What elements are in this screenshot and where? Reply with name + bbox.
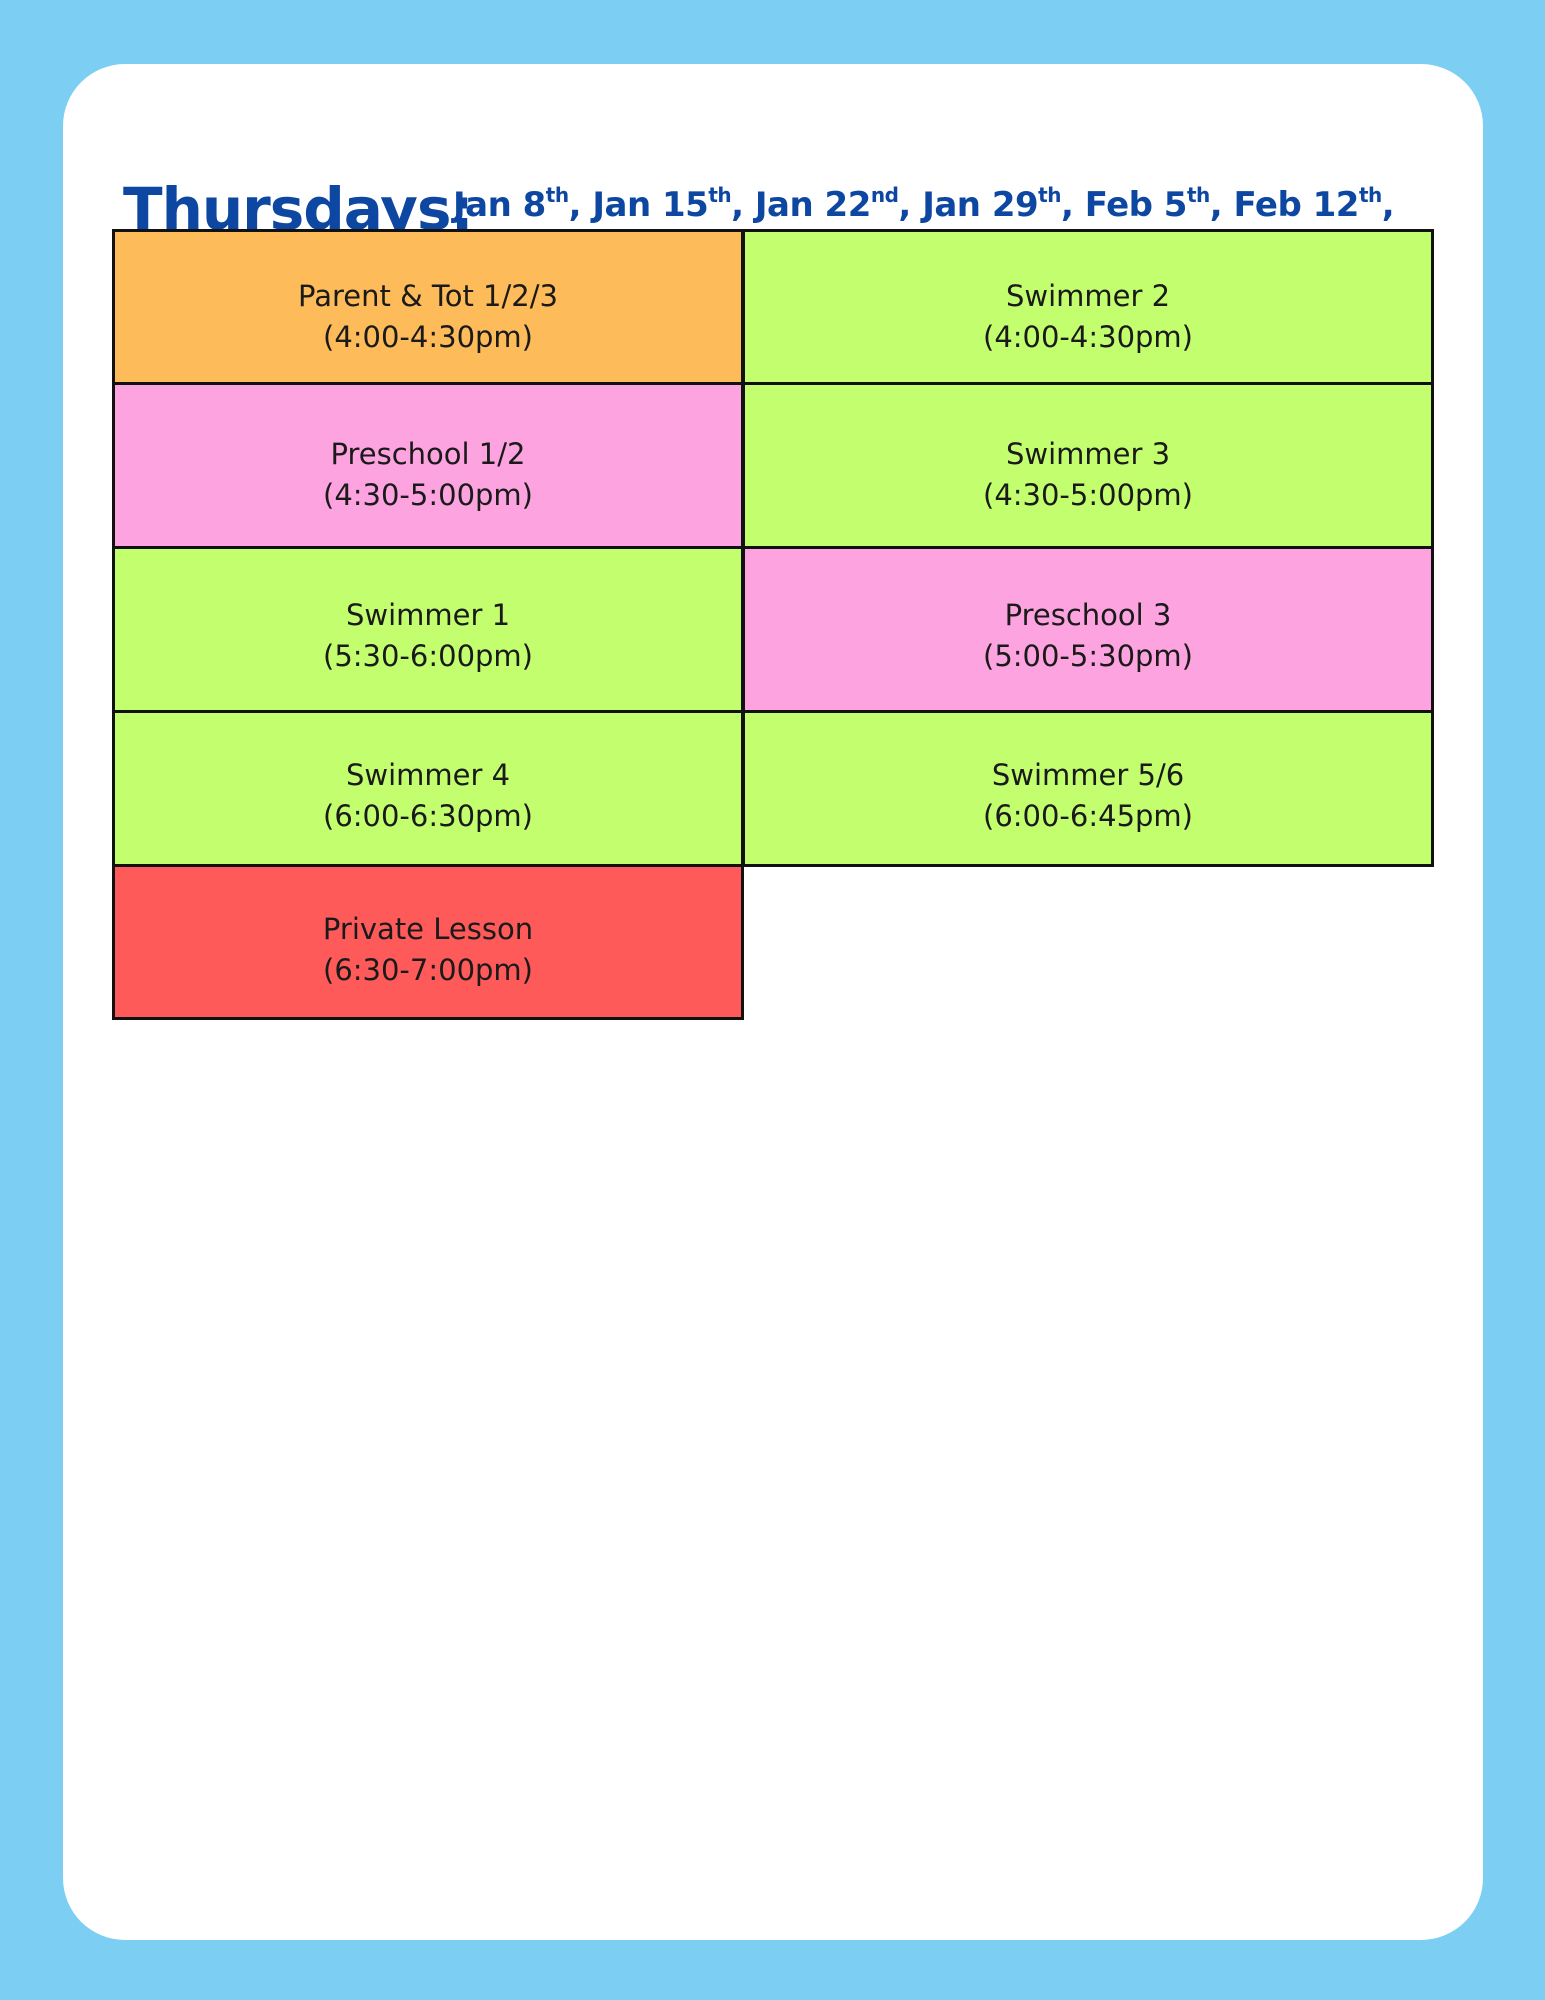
session-date: Feb 5th, — [1084, 183, 1223, 225]
session-date-day: Jan 8 — [453, 185, 546, 225]
schedule-header: Thursdays: Jan 8th, Jan 15th, Jan 22nd, … — [123, 114, 1463, 273]
day-title: Thursdays: — [123, 175, 474, 243]
class-slot: Swimmer 3 (4:30-5:00pm) — [742, 382, 1434, 549]
session-date-ordinal: th — [1358, 183, 1382, 207]
session-date-separator: , — [731, 185, 744, 225]
class-slot: Preschool 1/2 (4:30-5:00pm) — [112, 382, 744, 549]
class-time: (4:30-5:00pm) — [983, 478, 1193, 512]
session-date: Jan 22nd, — [755, 185, 911, 225]
class-time: (4:30-5:00pm) — [323, 478, 533, 512]
class-slot: Parent & Tot 1/2/3 (4:00-4:30pm) — [112, 229, 744, 385]
class-time: (5:30-6:00pm) — [323, 639, 533, 673]
class-time: (6:00-6:30pm) — [323, 799, 533, 833]
class-name: Swimmer 4 — [345, 758, 511, 792]
class-time: (6:00-6:45pm) — [983, 799, 1193, 833]
session-date-ordinal: th — [1186, 183, 1210, 207]
class-name: Swimmer 3 — [1005, 437, 1171, 471]
session-date-separator: , — [1060, 185, 1074, 225]
session-date: Jan 29th, — [922, 183, 1074, 225]
class-time: (4:00-4:30pm) — [323, 320, 533, 354]
class-name: Private Lesson — [322, 912, 534, 946]
session-date-ordinal: th — [545, 183, 569, 207]
class-name: Swimmer 1 — [345, 598, 511, 632]
class-slot: Swimmer 1 (5:30-6:00pm) — [112, 546, 744, 713]
class-slot: Swimmer 4 (6:00-6:30pm) — [112, 710, 744, 867]
class-time: (4:00-4:30pm) — [983, 320, 1193, 354]
session-date-separator: , — [1381, 185, 1395, 225]
class-slot: Swimmer 5/6 (6:00-6:45pm) — [742, 710, 1434, 867]
session-date-day: Feb 12 — [1233, 185, 1360, 225]
class-schedule-grid: Parent & Tot 1/2/3(4:00-4:30pm)Swimmer 2… — [112, 229, 1434, 1020]
class-slot: Private Lesson (6:30-7:00pm) — [112, 864, 744, 1020]
class-time: (6:30-7:00pm) — [323, 953, 533, 987]
session-date-separator: , — [898, 185, 911, 225]
session-date-day: Jan 22 — [754, 185, 871, 225]
class-name: Swimmer 5/6 — [991, 758, 1185, 792]
session-date-ordinal: th — [708, 183, 732, 207]
class-name: Swimmer 2 — [1005, 279, 1171, 313]
session-date: Feb 12th, — [1234, 185, 1395, 225]
session-date-separator: , — [568, 185, 582, 225]
class-name: Preschool 3 — [1004, 598, 1172, 632]
session-date: Jan 8th, — [453, 183, 582, 225]
class-name: Preschool 1/2 — [330, 437, 526, 471]
session-date-ordinal: nd — [870, 183, 899, 207]
session-date-day: Jan 29 — [922, 185, 1039, 225]
class-slot: Swimmer 2 (4:00-4:30pm) — [742, 229, 1434, 385]
class-name: Parent & Tot 1/2/3 — [298, 279, 558, 313]
session-date-day: Feb 5 — [1084, 185, 1188, 225]
session-date-separator: , — [1209, 185, 1223, 225]
session-date: Jan 15th, — [592, 183, 744, 225]
class-time: (5:00-5:30pm) — [983, 639, 1193, 673]
class-slot: Preschool 3 (5:00-5:30pm) — [742, 546, 1434, 713]
session-date-ordinal: th — [1038, 183, 1061, 207]
session-date-day: Jan 15 — [592, 185, 709, 225]
